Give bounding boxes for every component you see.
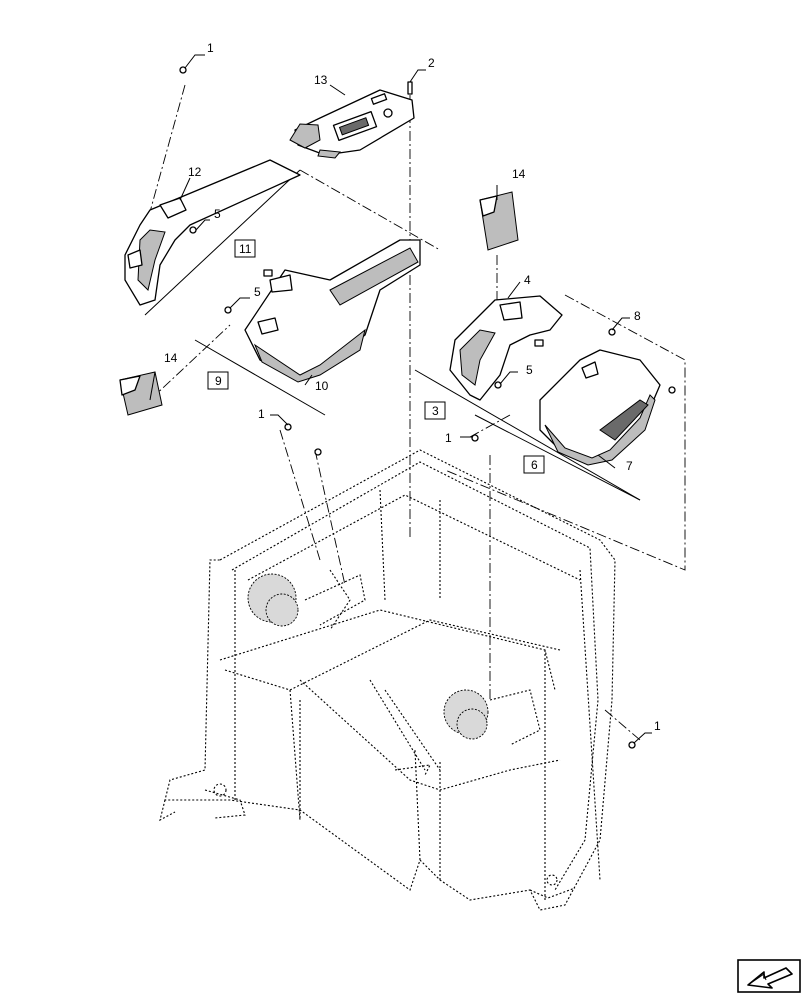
- fasteners: [179, 66, 676, 749]
- decal-part-14-right: [479, 191, 519, 251]
- callout-1: 1: [445, 431, 452, 445]
- decal-part-14-left: [119, 371, 163, 416]
- callout-9-box: [207, 371, 229, 390]
- right-console-cover-part-7: [539, 349, 661, 466]
- callout-12: 12: [188, 165, 202, 179]
- assembly-lines: [144, 84, 686, 741]
- left-side-trim-part-12: [124, 159, 301, 306]
- callout-14: 14: [512, 167, 526, 181]
- callout-8: 8: [634, 309, 641, 323]
- callout-9: 9: [215, 374, 222, 388]
- callout-4: 4: [524, 273, 531, 287]
- callout-14: 14: [164, 351, 178, 365]
- callout-5: 5: [214, 207, 221, 221]
- callout-6-box: [523, 455, 545, 474]
- cab-frame-ghost: [159, 449, 616, 911]
- right-inner-panel-part-4: [449, 295, 563, 401]
- callout-2: 2: [428, 56, 435, 70]
- callout-6: 6: [531, 458, 538, 472]
- callout-5: 5: [254, 285, 261, 299]
- callout-11: 11: [239, 242, 252, 256]
- callout-1: 1: [258, 407, 265, 421]
- callout-7: 7: [626, 459, 633, 473]
- callout-3: 3: [432, 404, 439, 418]
- next-page-arrow-icon[interactable]: [737, 959, 801, 993]
- callout-10: 10: [315, 379, 329, 393]
- callout-11-box: [234, 239, 256, 258]
- callout-1: 1: [207, 41, 214, 55]
- subassembly-frames: [144, 169, 641, 501]
- callout-3-box: [424, 401, 446, 420]
- callout-1: 1: [654, 719, 661, 733]
- callouts: 1 2 13 12 5 11 5 14 9 10 1 14 4 8 5 3 1 …: [164, 41, 661, 733]
- instrument-panel-part-13: [289, 89, 415, 159]
- callout-13: 13: [314, 73, 328, 87]
- callout-5: 5: [526, 363, 533, 377]
- left-console-cover-part-10: [244, 239, 421, 383]
- leader-lines: [149, 54, 652, 744]
